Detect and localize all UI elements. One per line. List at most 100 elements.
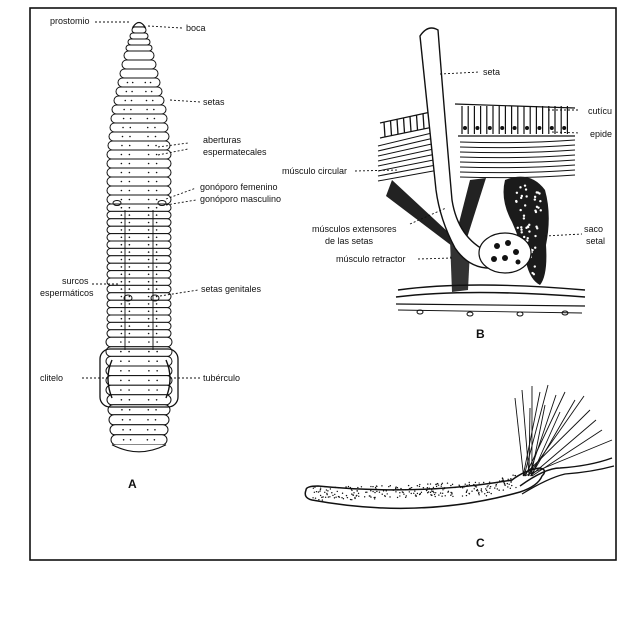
seta-dot [120, 370, 122, 372]
stipple-dot [361, 486, 362, 487]
stipple-dot [353, 494, 354, 495]
body-segment [110, 123, 168, 132]
seta-dot [121, 311, 123, 313]
seta-dot [156, 311, 158, 313]
seta-dot [155, 136, 157, 138]
stipple-dot [427, 487, 428, 488]
stipple-dot [335, 497, 336, 498]
sac-speckle [536, 227, 538, 229]
panel-b: seta cutícu epide músculo circular múscu… [282, 28, 612, 341]
stipple-dot [402, 491, 403, 492]
body-segment [107, 234, 171, 241]
body-segment [109, 415, 169, 425]
muscle-fiber [378, 171, 436, 182]
seta-dot [129, 237, 131, 239]
body-segment [107, 177, 171, 186]
stipple-dot [466, 491, 467, 492]
seta-dot [121, 181, 123, 183]
body-segment [107, 330, 171, 337]
seta-dot [156, 237, 158, 239]
seta-dot [121, 222, 123, 224]
stipple-dot [489, 488, 490, 489]
stipple-dot [409, 488, 410, 489]
stipple-dot [426, 490, 427, 491]
stipple-dot [462, 487, 463, 488]
label-surcos: surcos [62, 276, 89, 286]
seta-dot [122, 127, 124, 129]
stipple-dot [445, 495, 446, 496]
leader-boca [148, 26, 182, 28]
label-musculo-circular: músculo circular [282, 166, 347, 176]
stipple-dot [421, 492, 422, 493]
stipple-dot [515, 487, 516, 488]
stipple-dot [487, 485, 488, 486]
stipple-dot [372, 491, 373, 492]
stipple-dot [501, 480, 502, 481]
body-segment [106, 337, 172, 347]
worm-body-external [106, 23, 172, 452]
stipple-dot [327, 490, 328, 491]
stipple-dot [399, 492, 400, 493]
sac-speckle [515, 200, 517, 202]
seta-dot [148, 259, 150, 261]
seta-dot [148, 163, 150, 165]
seta-dot [121, 303, 123, 305]
seta-dot [156, 360, 158, 362]
stipple-dot [374, 497, 375, 498]
seta-dot [121, 266, 123, 268]
seta-dot [156, 229, 158, 231]
stipple-dot [326, 494, 327, 495]
seta-dot [156, 251, 158, 253]
stipple-dot [369, 495, 370, 496]
body-segment [107, 315, 171, 322]
body-segment [107, 271, 171, 278]
seta-dot [121, 296, 123, 298]
muscle-fiber [460, 150, 575, 153]
stipple-dot [334, 494, 335, 495]
stipple-dot [504, 483, 505, 484]
sac-speckle [534, 265, 536, 267]
seta-dot [156, 389, 158, 391]
epidermal-cell [417, 115, 418, 130]
seta-dot [146, 109, 148, 111]
stipple-dot [481, 488, 482, 489]
stipple-dot [512, 479, 513, 480]
body-segment [118, 78, 160, 87]
stipple-dot [466, 495, 467, 496]
seta-dot [148, 190, 150, 192]
seta-dot [121, 199, 123, 201]
seta-dot [120, 389, 122, 391]
seta-dot [147, 136, 149, 138]
body-segment [130, 33, 148, 39]
stipple-dot [419, 486, 420, 487]
stipple-dot [419, 484, 420, 485]
seta-dot [130, 109, 132, 111]
seta-dot [156, 244, 158, 246]
stipple-dot [478, 492, 479, 493]
seta-dot [147, 419, 149, 421]
stipple-dot [447, 482, 448, 483]
leader-saco-setal [545, 234, 582, 236]
stipple-dot [499, 480, 500, 481]
body-segment [107, 293, 171, 300]
epidermal-nucleus [488, 126, 492, 130]
sac-speckle [520, 197, 522, 199]
seta-dot [126, 91, 128, 93]
seta-dot [128, 360, 130, 362]
body-segment [107, 263, 171, 270]
sac-speckle [525, 188, 527, 190]
stipple-dot [460, 487, 461, 488]
stipple-dot [483, 482, 484, 483]
muscle-fiber [460, 155, 575, 158]
body-segment [107, 248, 171, 255]
seta-dot [130, 429, 132, 431]
body-segment [107, 219, 171, 226]
panel-a: prostomio boca setas aberturas espermate… [40, 16, 281, 491]
seta-dot [148, 145, 150, 147]
longitudinal-muscle-drawing [396, 285, 585, 316]
seta-dot [156, 288, 158, 290]
stipple-dot [440, 492, 441, 493]
stipple-dot [409, 491, 410, 492]
stipple-dot [486, 490, 487, 491]
stipple-dot [496, 484, 497, 485]
